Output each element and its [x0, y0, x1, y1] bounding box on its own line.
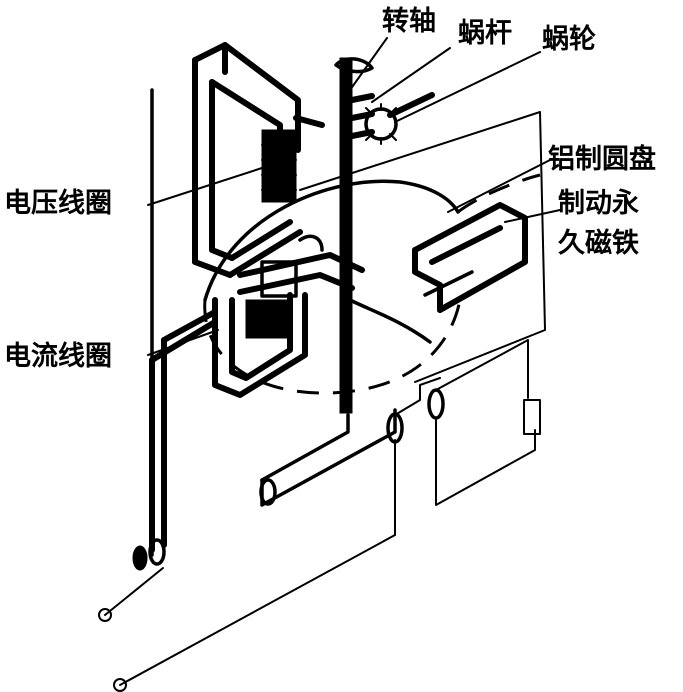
load-circuit — [259, 339, 541, 536]
label-current-coil: 电流线圈 — [4, 341, 112, 372]
label-brake-magnet-line2: 久磁铁 — [558, 228, 639, 259]
current-coil — [212, 234, 432, 398]
back-plane — [299, 111, 546, 383]
label-brake-magnet-line1: 制动永 — [558, 188, 639, 219]
worm-wheel — [364, 92, 435, 145]
label-worm-wheel: 蜗轮 — [542, 24, 596, 55]
shaft — [334, 57, 374, 414]
label-worm: 蜗杆 — [458, 18, 512, 49]
leader-lines — [147, 37, 561, 356]
label-voltage-coil: 电压线圈 — [4, 188, 112, 219]
label-shaft: 转轴 — [382, 6, 436, 37]
voltage-coil — [192, 42, 325, 278]
label-aluminum-disc: 铝制圆盘 — [548, 143, 656, 175]
current-circuit-wires — [98, 88, 396, 692]
